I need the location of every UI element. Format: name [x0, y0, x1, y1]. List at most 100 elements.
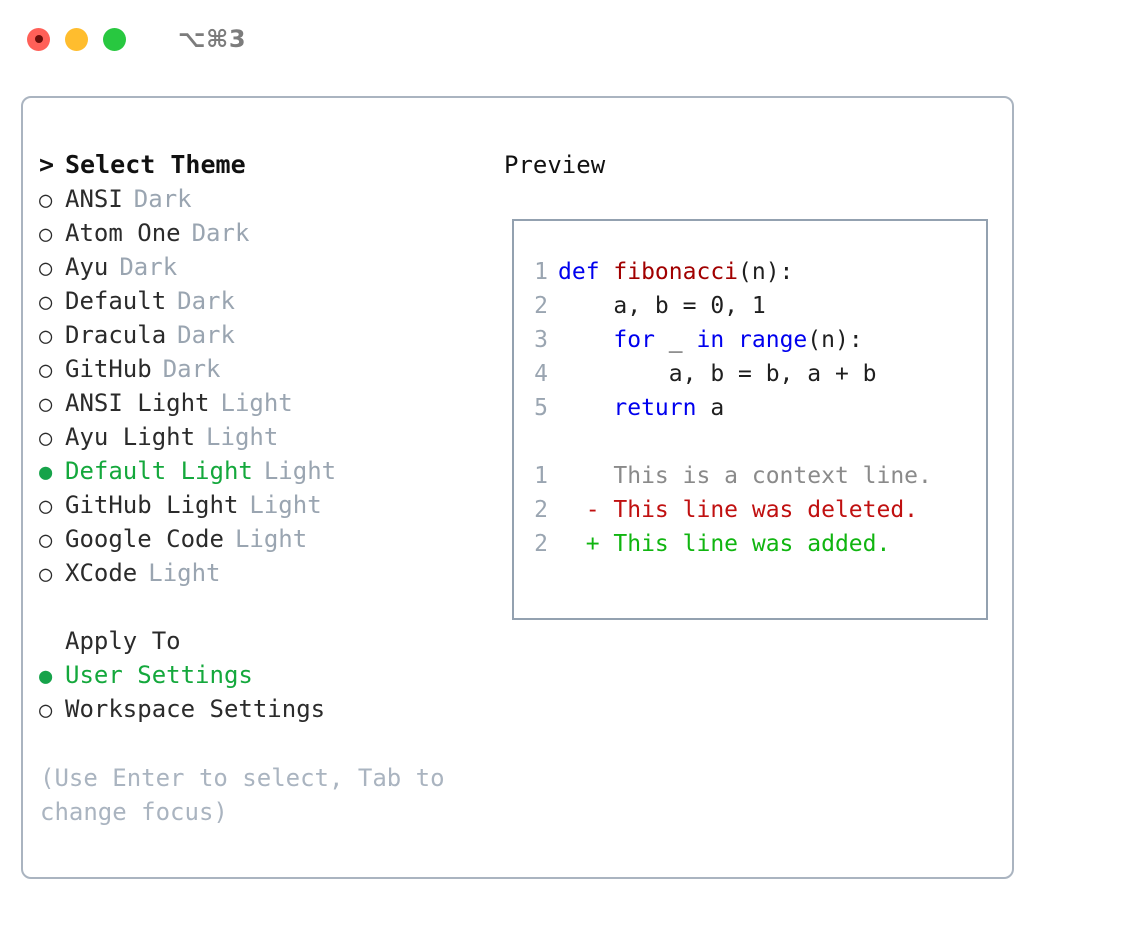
- theme-category: Light: [263, 457, 337, 485]
- theme-list-item[interactable]: ○ GitHub Light Light: [39, 488, 504, 522]
- radio-unselected-icon[interactable]: ○: [39, 256, 53, 281]
- apply-to-option[interactable]: ● User Settings: [39, 658, 504, 692]
- theme-category: Light: [234, 525, 308, 553]
- apply-to-options: ● User Settings ○ Workspace Settings: [39, 658, 504, 726]
- code-line: 1 def fibonacci(n):: [514, 255, 986, 289]
- line-number: 3: [534, 327, 548, 353]
- theme-category: Light: [249, 491, 322, 519]
- diff-line: 1 This is a context line.: [514, 459, 986, 493]
- minimize-button[interactable]: [65, 27, 88, 51]
- keyboard-hint-text: (Use Enter to select, Tab to change focu…: [40, 764, 445, 826]
- radio-selected-icon[interactable]: ●: [39, 460, 53, 485]
- theme-list-item[interactable]: ○ ANSI Dark: [39, 182, 504, 216]
- theme-category: Light: [148, 559, 221, 587]
- theme-name: ANSI: [65, 185, 123, 213]
- diff-spacer: [514, 425, 986, 459]
- preview-title: Preview: [504, 151, 606, 179]
- traffic-lights: [27, 27, 126, 51]
- code-token-kw: for: [558, 327, 669, 353]
- line-number: 2: [534, 293, 548, 319]
- code-token-fn: fibonacci: [613, 259, 739, 285]
- line-number: 4: [534, 361, 548, 387]
- line-number: 1: [534, 259, 548, 285]
- code-token-plain: a, b = 0, 1: [558, 293, 766, 319]
- select-theme-label: Select Theme: [65, 150, 246, 179]
- select-theme-header: > Select Theme: [39, 148, 504, 182]
- theme-list-item[interactable]: ○ Google Code Light: [39, 522, 504, 556]
- theme-name: XCode: [65, 559, 138, 587]
- code-line-text: return a: [558, 391, 724, 425]
- radio-unselected-icon[interactable]: ○: [39, 494, 53, 519]
- diff-line: 2 + This line was added.: [514, 527, 986, 561]
- code-token-plain: _: [668, 327, 697, 353]
- code-line-text: def fibonacci(n):: [558, 255, 793, 289]
- theme-category: Dark: [191, 219, 250, 247]
- radio-unselected-icon[interactable]: ○: [39, 528, 53, 553]
- code-line: 4 a, b = b, a + b: [514, 357, 986, 391]
- section-spacer: [39, 590, 504, 624]
- apply-to-label: Apply To: [65, 627, 181, 655]
- radio-unselected-icon[interactable]: ○: [39, 562, 53, 587]
- radio-unselected-icon[interactable]: ○: [39, 324, 53, 349]
- theme-name: Default Light: [65, 457, 253, 485]
- code-token-kw: return: [558, 395, 711, 421]
- radio-unselected-icon[interactable]: ○: [39, 222, 53, 247]
- theme-category: Dark: [177, 321, 235, 349]
- code-token-punc: (n):: [738, 259, 794, 285]
- theme-list-item[interactable]: ○ XCode Light: [39, 556, 504, 590]
- radio-unselected-icon[interactable]: ○: [39, 188, 53, 213]
- apply-to-spacer-icon: ○: [39, 626, 65, 660]
- code-line: 2 a, b = 0, 1: [514, 289, 986, 323]
- close-button[interactable]: [27, 27, 50, 51]
- diff-line-text: - This line was deleted.: [558, 497, 919, 523]
- theme-list-item[interactable]: ● Default Light Light: [39, 454, 504, 488]
- code-token-kw: range: [738, 327, 808, 353]
- apply-to-option[interactable]: ○ Workspace Settings: [39, 692, 504, 726]
- theme-name: GitHub: [65, 355, 152, 383]
- code-line-text: for _ in range(n):: [558, 323, 862, 357]
- title-bar: ⌥⌘3: [0, 0, 1140, 78]
- radio-unselected-icon[interactable]: ○: [39, 698, 53, 723]
- code-line: 3 for _ in range(n):: [514, 323, 986, 357]
- diff-line-number: 2: [534, 497, 548, 523]
- zoom-button[interactable]: [103, 27, 126, 51]
- diff-line-text: This is a context line.: [558, 463, 932, 489]
- code-line-text: a, b = b, a + b: [558, 357, 877, 391]
- code-token-plain: a: [710, 395, 725, 421]
- radio-unselected-icon[interactable]: ○: [39, 392, 53, 417]
- theme-name: Dracula: [65, 321, 167, 349]
- theme-name: GitHub Light: [65, 491, 239, 519]
- theme-list-item[interactable]: ○ Default Dark: [39, 284, 504, 318]
- theme-category: Light: [220, 389, 293, 417]
- apply-to-option-label: Workspace Settings: [65, 695, 326, 723]
- theme-list-item[interactable]: ○ Ayu Dark: [39, 250, 504, 284]
- theme-category: Dark: [162, 355, 221, 383]
- theme-category: Dark: [119, 253, 178, 281]
- diff-line-text: + This line was added.: [558, 531, 891, 557]
- radio-unselected-icon[interactable]: ○: [39, 426, 53, 451]
- theme-name: Google Code: [65, 525, 224, 553]
- theme-list-item[interactable]: ○ Dracula Dark: [39, 318, 504, 352]
- theme-list-item[interactable]: ○ ANSI Light Light: [39, 386, 504, 420]
- theme-category: Dark: [177, 287, 235, 315]
- theme-name: ANSI Light: [65, 389, 210, 417]
- apply-to-option-label: User Settings: [65, 661, 253, 689]
- line-number: 5: [534, 395, 548, 421]
- radio-unselected-icon[interactable]: ○: [39, 290, 53, 315]
- theme-name: Ayu: [65, 253, 109, 281]
- radio-selected-icon[interactable]: ●: [39, 664, 53, 689]
- radio-unselected-icon[interactable]: ○: [39, 358, 53, 383]
- theme-name: Default: [65, 287, 167, 315]
- theme-list-item[interactable]: ○ GitHub Dark: [39, 352, 504, 386]
- code-token-kw: def: [558, 259, 614, 285]
- theme-category: Dark: [133, 185, 192, 213]
- code-line-text: a, b = 0, 1: [558, 289, 766, 323]
- code-token-plain: a, b = b, a + b: [558, 361, 877, 387]
